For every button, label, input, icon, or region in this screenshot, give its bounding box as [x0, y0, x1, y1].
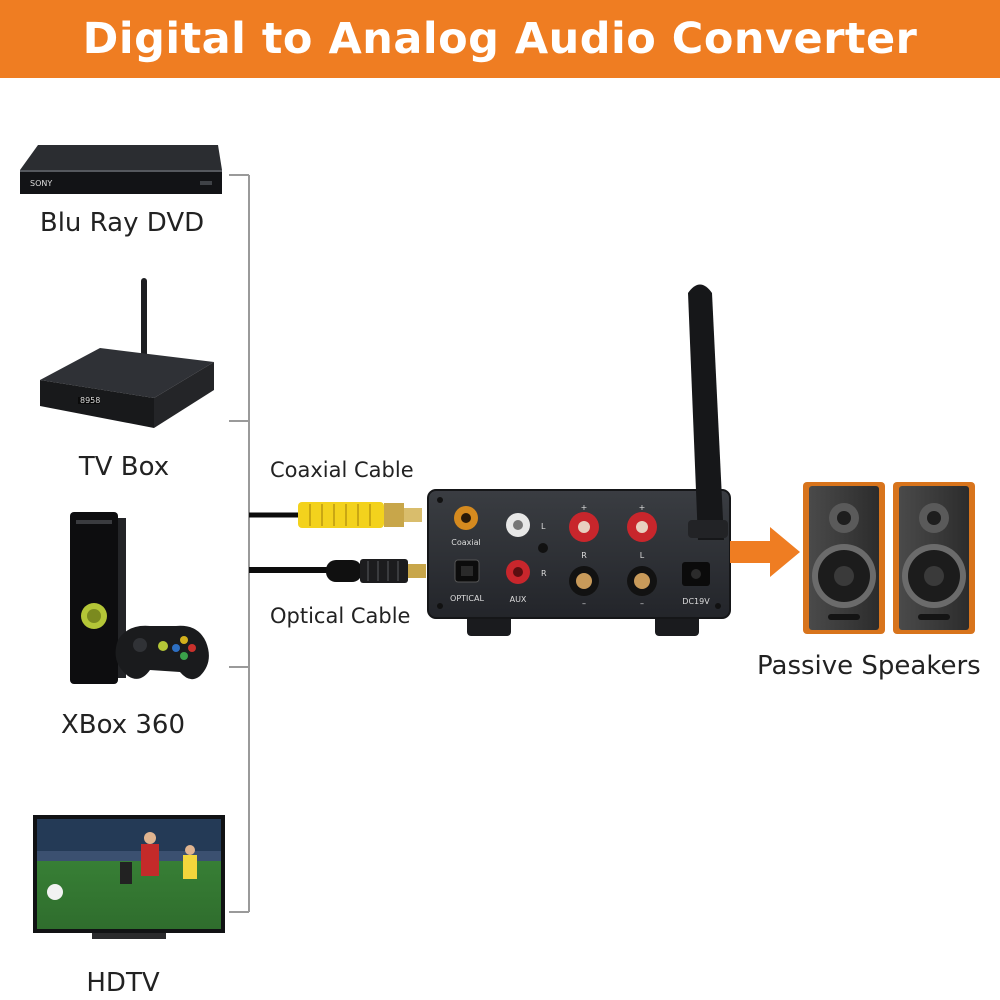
- optical-cable-label: Optical Cable: [270, 604, 411, 628]
- output-arrow-icon: [730, 527, 800, 577]
- terminal-r-label: R: [581, 551, 587, 560]
- source-label-blu-ray: Blu Ray DVD: [39, 208, 205, 238]
- coaxial-cable-icon: [249, 502, 422, 528]
- speaker-terminal-r-plus: [569, 512, 599, 542]
- optical-port-label: OPTICAL: [450, 594, 484, 603]
- blu-ray-player-icon: SONY: [20, 145, 222, 194]
- aux-port-right: [506, 560, 530, 584]
- speaker-terminal-l-plus: [627, 512, 657, 542]
- speaker-left-icon: [803, 482, 885, 634]
- aux-right-label: R: [541, 569, 547, 578]
- output-label: Passive Speakers: [757, 651, 981, 681]
- tv-icon: [33, 815, 225, 939]
- terminal-l-label: L: [640, 551, 645, 560]
- screw-icon: [538, 543, 548, 553]
- source-bracket: [229, 174, 250, 913]
- source-label-hdtv: HDTV: [86, 968, 160, 998]
- title-banner: Digital to Analog Audio Converter: [0, 0, 1000, 78]
- dc-power-port: [682, 562, 710, 586]
- coaxial-port: [454, 506, 478, 530]
- terminal-r-minus-label: –: [582, 599, 586, 608]
- xbox-console-icon: [70, 512, 126, 684]
- tv-box-icon: 8958: [40, 278, 214, 428]
- page-title: Digital to Analog Audio Converter: [82, 14, 918, 64]
- aux-port-label: AUX: [510, 595, 527, 604]
- svg-text:SONY: SONY: [30, 179, 52, 188]
- source-label-xbox: XBox 360: [60, 710, 186, 740]
- aux-left-label: L: [541, 522, 546, 531]
- speaker-terminal-l-minus: [627, 566, 657, 596]
- controller-icon: [115, 625, 209, 680]
- coaxial-port-label: Coaxial: [451, 538, 480, 547]
- speaker-terminal-r-minus: [569, 566, 599, 596]
- optical-cable-icon: [249, 559, 426, 583]
- terminal-r-plus-label: +: [581, 503, 588, 512]
- aux-port-left: [506, 513, 530, 537]
- coaxial-cable-label: Coaxial Cable: [270, 458, 414, 482]
- source-label-tv-box: TV Box: [78, 452, 170, 482]
- terminal-l-minus-label: –: [640, 599, 644, 608]
- terminal-l-plus-label: +: [639, 503, 646, 512]
- speaker-right-icon: [893, 482, 975, 634]
- dc-port-label: DC19V: [682, 597, 710, 606]
- svg-text:8958: 8958: [80, 396, 100, 405]
- optical-port: [454, 559, 480, 583]
- antenna-icon: [688, 284, 728, 540]
